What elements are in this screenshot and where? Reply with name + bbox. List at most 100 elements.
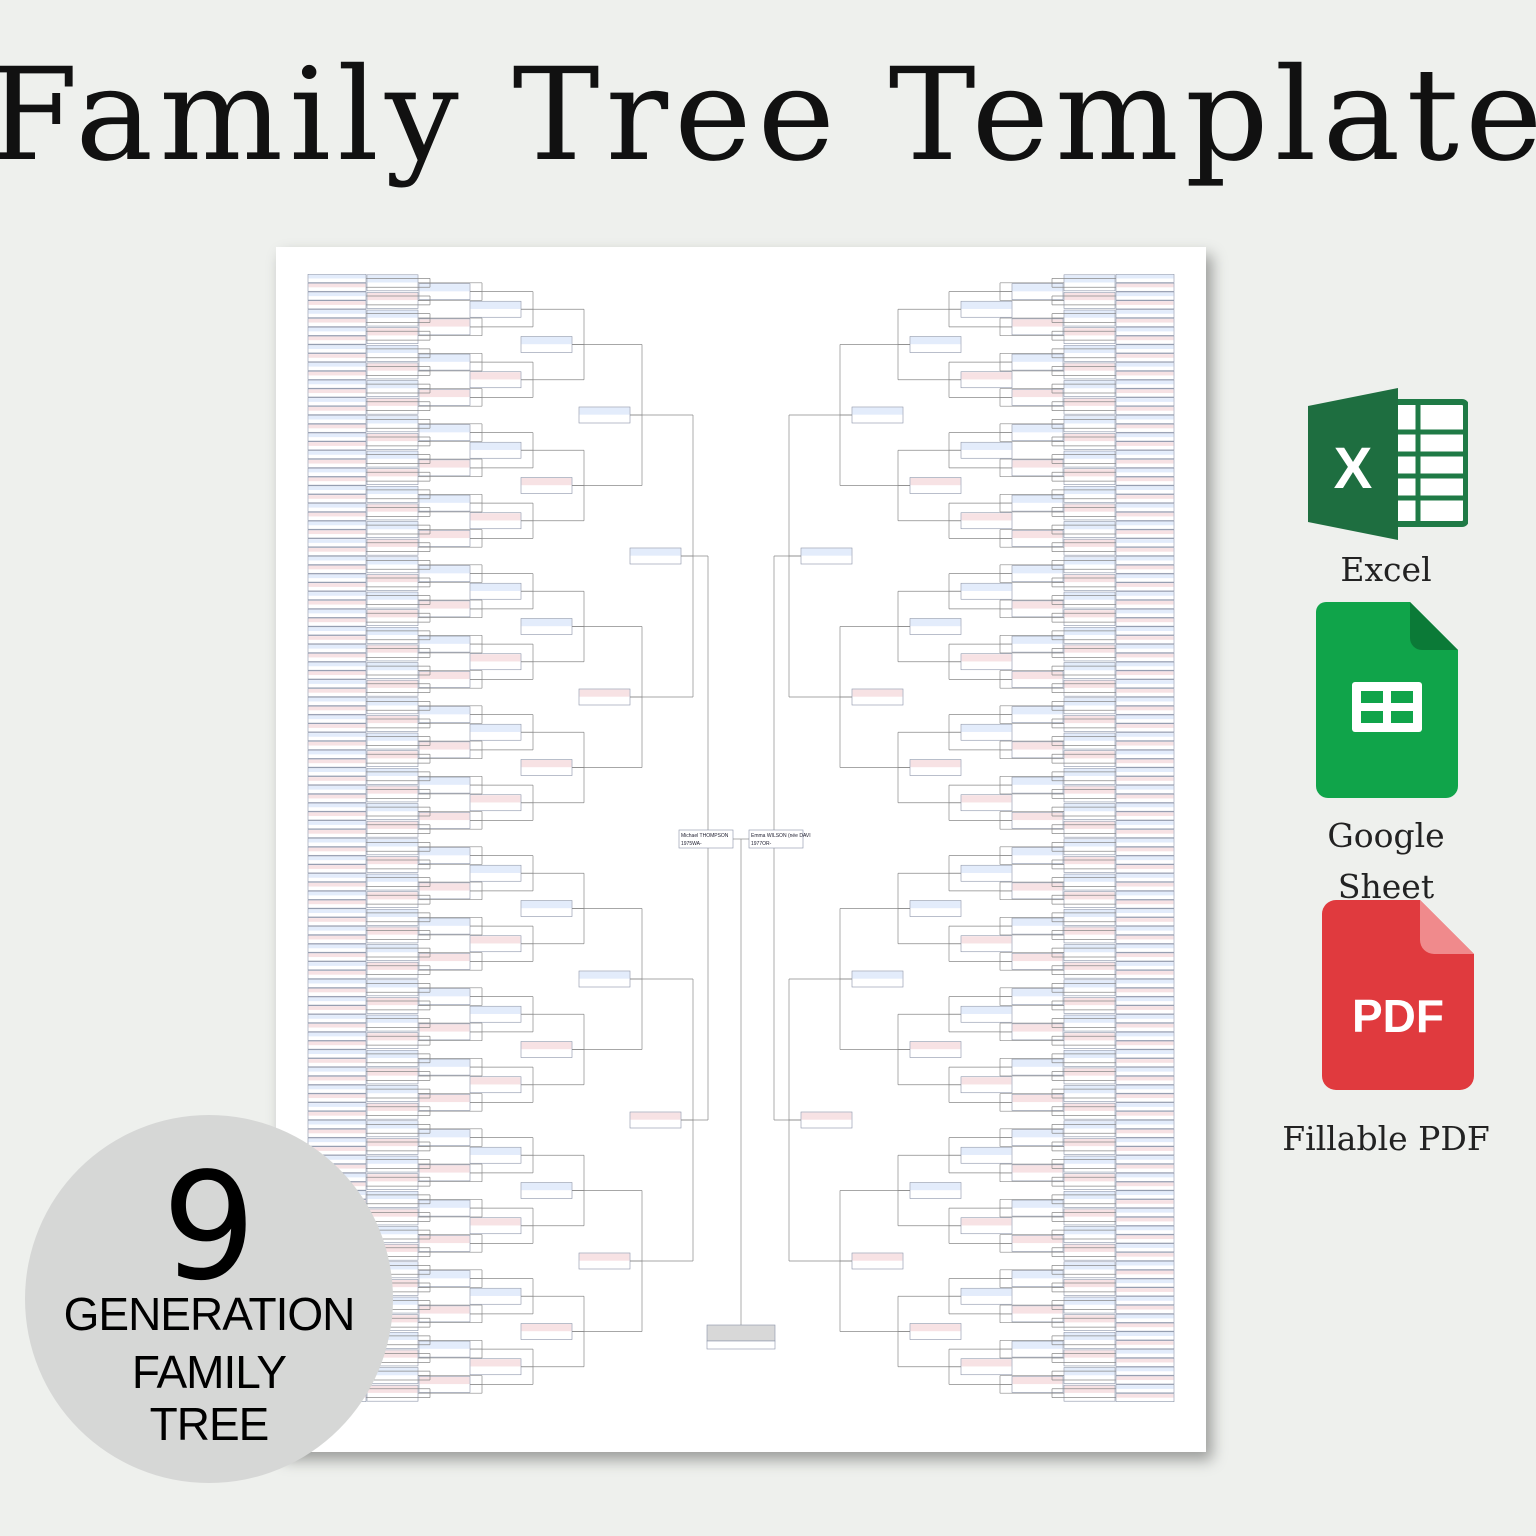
person-box-fill bbox=[1064, 504, 1115, 512]
person-box-fill bbox=[1116, 962, 1174, 966]
person-box-fill bbox=[308, 653, 366, 658]
person-box-fill bbox=[1012, 319, 1063, 327]
person-box-fill bbox=[308, 468, 366, 473]
person-box-fill bbox=[1064, 627, 1115, 636]
person-box-fill bbox=[419, 671, 470, 680]
person-box-fill bbox=[419, 354, 470, 362]
person-box-fill bbox=[308, 292, 366, 297]
person-box-fill bbox=[308, 997, 366, 1002]
person-box-fill bbox=[367, 381, 418, 389]
person-box-fill bbox=[367, 856, 418, 865]
person-box-fill bbox=[308, 1129, 366, 1134]
person-box-fill bbox=[1116, 926, 1174, 931]
person-box-fill bbox=[961, 795, 1012, 803]
person-box-fill bbox=[367, 945, 418, 953]
person-box-fill bbox=[1064, 892, 1115, 900]
person-box-fill bbox=[1116, 1297, 1174, 1301]
person-box-fill bbox=[308, 644, 366, 649]
person-box-fill bbox=[308, 521, 366, 526]
person-box-fill bbox=[1116, 539, 1174, 543]
person-box-fill bbox=[308, 1041, 366, 1046]
person-box-fill bbox=[308, 274, 366, 279]
person-box-fill bbox=[1116, 495, 1174, 499]
person-box-fill bbox=[470, 865, 521, 873]
person-box-fill bbox=[1116, 697, 1174, 702]
person-box-fill bbox=[308, 812, 366, 817]
person-box-fill bbox=[1116, 1270, 1174, 1275]
person-box-fill bbox=[1116, 301, 1174, 305]
person-box-fill bbox=[308, 583, 366, 587]
person-box-fill bbox=[308, 750, 366, 755]
person-box-fill bbox=[1116, 1332, 1174, 1337]
person-box-fill bbox=[1064, 328, 1115, 336]
person-box-fill bbox=[308, 477, 366, 482]
pdf-icon: PDF bbox=[1322, 900, 1474, 1090]
child-box bbox=[706, 1324, 776, 1342]
person-box-fill bbox=[910, 901, 961, 909]
person-box-fill bbox=[308, 988, 366, 993]
person-box-fill bbox=[419, 918, 470, 926]
google-sheets-icon bbox=[1316, 602, 1458, 798]
person-box-fill bbox=[1116, 283, 1174, 288]
person-box-fill bbox=[1116, 785, 1174, 790]
person-box-fill bbox=[308, 697, 366, 702]
person-box-fill bbox=[308, 1006, 366, 1010]
person-box-fill bbox=[1116, 891, 1174, 896]
person-box-fill bbox=[1116, 944, 1174, 949]
person-box-fill bbox=[367, 1103, 418, 1111]
person-box-fill bbox=[367, 1191, 418, 1200]
person-box-fill bbox=[1116, 1191, 1174, 1196]
person-box-fill bbox=[1116, 468, 1174, 473]
person-box-fill bbox=[419, 1130, 470, 1138]
person-box-fill bbox=[910, 1183, 961, 1191]
person-box-fill bbox=[1116, 750, 1174, 755]
person-box-fill bbox=[308, 768, 366, 773]
person-box-fill bbox=[961, 1218, 1012, 1226]
person-box-fill bbox=[1064, 1368, 1115, 1376]
person-box-fill bbox=[1116, 830, 1174, 834]
person-box-fill bbox=[308, 618, 366, 623]
person-box-fill bbox=[1116, 1279, 1174, 1284]
person-box-fill bbox=[1116, 724, 1174, 728]
person-box-fill bbox=[1116, 442, 1174, 446]
person-box-fill bbox=[367, 275, 418, 283]
person-box-fill bbox=[1116, 759, 1174, 764]
person-box-fill bbox=[308, 362, 366, 367]
person-box-fill bbox=[1116, 1305, 1174, 1310]
person-box-fill bbox=[1064, 592, 1115, 600]
person-box-fill bbox=[1116, 741, 1174, 746]
person-box-fill bbox=[308, 556, 366, 561]
person-box-fill bbox=[1012, 636, 1063, 644]
person-box-fill bbox=[1064, 1121, 1115, 1129]
person-box-fill bbox=[419, 883, 470, 891]
person-box-fill bbox=[1064, 292, 1115, 301]
person-box-fill bbox=[367, 416, 418, 424]
person-box-fill bbox=[1064, 1279, 1115, 1288]
person-box-fill bbox=[1116, 803, 1174, 808]
person-box-fill bbox=[1116, 556, 1174, 561]
person-box-fill bbox=[1012, 1059, 1063, 1067]
person-box-fill bbox=[579, 1253, 630, 1261]
person-box-fill bbox=[367, 821, 418, 829]
person-box-fill bbox=[1064, 804, 1115, 812]
person-box-fill bbox=[1064, 927, 1115, 935]
person-box-fill bbox=[308, 389, 366, 394]
person-box-fill bbox=[1116, 847, 1174, 852]
person-box-fill bbox=[1012, 742, 1063, 750]
generation-badge: 9 GENERATION FAMILY TREE bbox=[25, 1115, 393, 1483]
person-box-fill bbox=[1116, 345, 1174, 350]
person-box-fill bbox=[308, 777, 366, 781]
person-box-fill bbox=[1116, 1032, 1174, 1037]
person-box-fill bbox=[308, 459, 366, 464]
person-box-fill bbox=[1116, 1323, 1174, 1328]
person-box-fill bbox=[910, 478, 961, 486]
person-box-fill bbox=[1064, 1350, 1115, 1358]
person-box-fill bbox=[1116, 415, 1174, 420]
person-box-fill bbox=[308, 891, 366, 896]
person-box-fill bbox=[852, 971, 903, 979]
person-box-fill bbox=[1116, 680, 1174, 684]
person-box-fill bbox=[367, 1227, 418, 1235]
person-box-fill bbox=[1116, 1041, 1174, 1046]
person-box-fill bbox=[1116, 1129, 1174, 1134]
person-box-fill bbox=[367, 1262, 418, 1270]
